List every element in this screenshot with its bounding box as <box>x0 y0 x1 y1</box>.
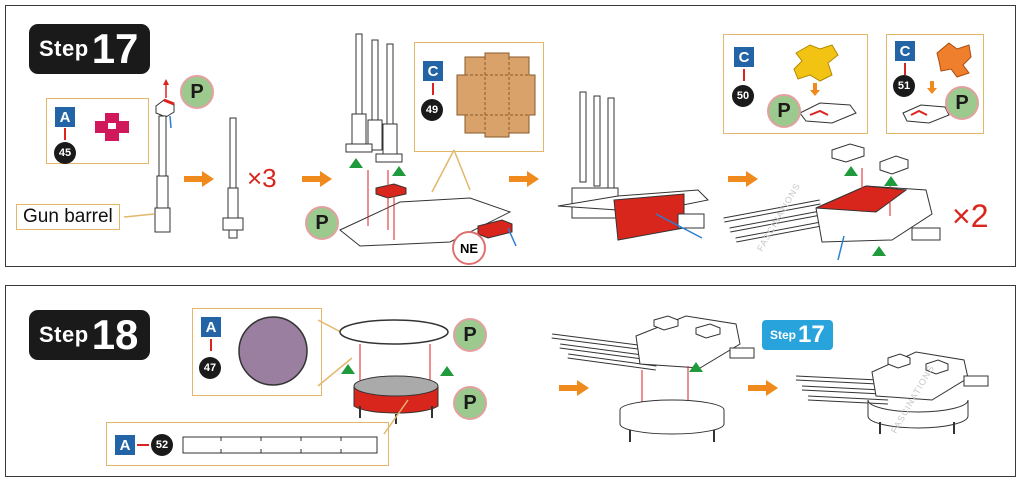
yellow-part-icon <box>793 44 839 82</box>
ref-step-number: 17 <box>798 321 825 348</box>
part45-callout: A 45 <box>46 98 149 164</box>
orange-arrow-icon <box>748 380 778 396</box>
step18-panel: Step 18 A 47 P P A 52 <box>5 285 1016 477</box>
connector-tick <box>432 83 434 95</box>
part49-callout: C 49 <box>414 42 544 152</box>
part-47-number: 47 <box>199 357 221 379</box>
part-52-number: 52 <box>151 434 173 456</box>
green-triangle-icon <box>884 176 898 186</box>
ne-label-circle: NE <box>452 231 486 265</box>
step17-reference-tag: Step 17 <box>762 320 833 350</box>
green-triangle-icon <box>341 364 355 374</box>
sheet-a-tag: A <box>115 435 135 455</box>
connector-tick <box>743 69 745 81</box>
strip-part-icon <box>182 436 378 454</box>
part-51-number: 51 <box>893 75 915 97</box>
green-triangle-icon <box>392 166 406 176</box>
step-number: 17 <box>91 25 139 72</box>
ref-step-word: Step <box>770 328 797 342</box>
turret-onto-base-drawing <box>551 315 755 442</box>
part-50-number: 50 <box>732 85 754 107</box>
p-label-circle: P <box>453 318 487 352</box>
connector-tick <box>137 444 149 446</box>
p-label-circle: P <box>305 206 339 240</box>
gun-barrel-label: Gun barrel <box>16 204 120 230</box>
part52-callout: A 52 <box>106 422 389 466</box>
p-label-circle: P <box>453 386 487 420</box>
step-word: Step <box>39 322 89 347</box>
step17-panel: Step 17 A 45 P Gun barrel ×3 <box>5 5 1016 267</box>
p-label-circle: P <box>767 94 801 128</box>
connector-tick <box>64 128 66 140</box>
orange-arrow-icon <box>184 171 214 187</box>
leader-line <box>123 213 155 218</box>
orange-arrow-icon <box>509 171 539 187</box>
part-45-number: 45 <box>54 142 76 164</box>
turret-top-part-icon <box>902 104 950 124</box>
sheet-c-tag: C <box>734 47 754 67</box>
final-assembled-turret-drawing <box>795 351 989 434</box>
assembled-turret-drawing <box>557 91 710 241</box>
turret-top-part-icon <box>799 102 857 124</box>
part45-piece-icon <box>95 113 129 141</box>
sheet-a-tag: A <box>55 107 75 127</box>
step-number: 18 <box>91 311 139 358</box>
green-triangle-icon <box>872 246 886 256</box>
step18-badge: Step 18 <box>29 310 151 360</box>
part47-callout: A 47 <box>192 308 322 396</box>
p-label-circle: P <box>945 86 979 120</box>
step17-badge: Step 17 <box>29 24 151 74</box>
purple-disc-icon <box>238 316 308 386</box>
exploded-turret-drawing <box>339 33 517 247</box>
completed-barrel-drawing <box>222 117 244 239</box>
times-three: ×3 <box>247 163 277 193</box>
step-word: Step <box>39 36 89 61</box>
connector-tick <box>210 339 212 351</box>
green-triangle-icon <box>349 158 363 168</box>
green-triangle-icon <box>689 362 703 372</box>
cardboard-part-icon <box>456 52 536 138</box>
gun-barrel-drawing <box>154 79 175 233</box>
orange-arrow-icon <box>810 83 820 96</box>
p-label-circle: P <box>180 75 214 109</box>
green-triangle-icon <box>844 166 858 176</box>
green-triangle-icon <box>440 366 454 376</box>
orange-arrow-icon <box>728 171 758 187</box>
orange-arrow-icon <box>559 380 589 396</box>
orange-arrow-icon <box>927 81 937 94</box>
leader-line <box>383 399 409 435</box>
exploded-base-drawing <box>339 319 449 424</box>
part51-callout: C 51 <box>886 34 984 134</box>
connector-tick <box>904 63 906 75</box>
sheet-a-tag: A <box>201 317 221 337</box>
sheet-c-tag: C <box>423 61 443 81</box>
leader-line <box>431 149 471 193</box>
part-49-number: 49 <box>421 99 443 121</box>
orange-part-icon <box>936 42 972 78</box>
times-two: ×2 <box>952 198 989 234</box>
orange-arrow-icon <box>302 171 332 187</box>
sheet-c-tag: C <box>895 41 915 61</box>
final-turret-drawing <box>723 143 941 261</box>
